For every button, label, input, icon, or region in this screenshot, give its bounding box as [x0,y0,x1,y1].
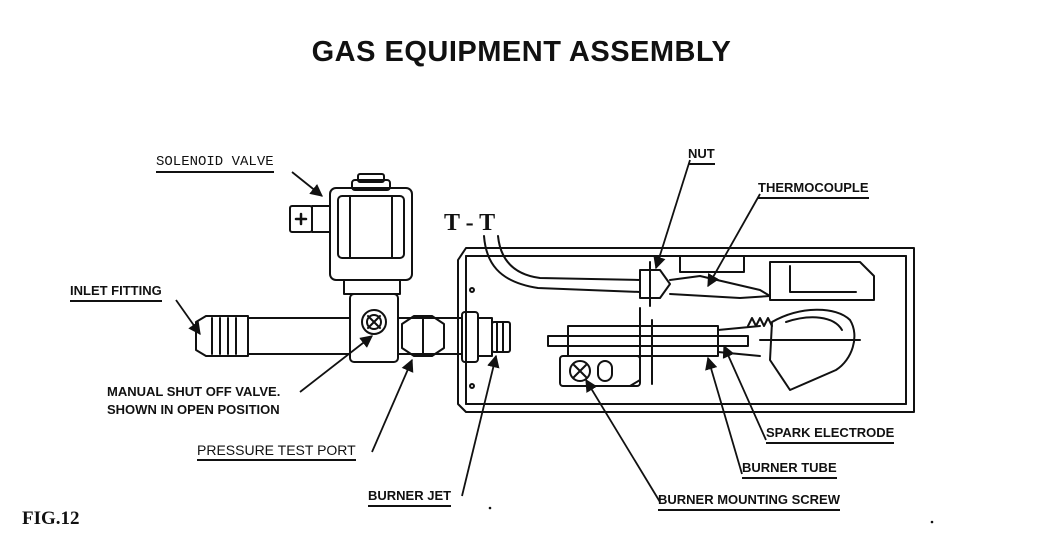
label-manual-shutoff-line1: MANUAL SHUT OFF VALVE. [107,384,281,399]
leader-burner-jet [461,354,500,497]
label-burner-jet: BURNER JET [368,488,452,507]
leader-manual-valve [299,335,373,393]
thermocouple-drawing [483,235,771,307]
burner-tube-drawing [547,308,861,391]
label-inlet-fitting: INLET FITTING [70,283,162,302]
tt-section-marker: T - T [444,210,496,236]
label-solenoid-valve: SOLENOID VALVE [156,154,274,173]
leader-spark-electrode [722,344,767,441]
label-nut: NUT [688,146,715,165]
leader-inlet-fitting [175,299,201,336]
pipe-drawing [195,293,463,363]
leader-burner-mounting-screw [585,378,661,503]
label-manual-shutoff-line2: SHOWN IN OPEN POSITION [107,402,280,417]
label-thermocouple: THERMOCOUPLE [758,180,869,199]
label-burner-tube: BURNER TUBE [742,460,837,479]
leader-nut [653,159,691,270]
label-burner-mounting-screw: BURNER MOUNTING SCREW [658,492,840,511]
label-pressure-test-port: PRESSURE TEST PORT [197,442,356,461]
solenoid-valve-drawing [289,173,413,295]
leader-test-port [371,358,414,453]
test-port-drawing [401,315,445,357]
manual-valve-drawing [361,309,387,335]
leader-solenoid-valve [291,171,323,197]
burner-housing-drawing [457,247,915,413]
leader-thermocouple [707,193,761,288]
speck-dot [930,520,934,524]
leader-burner-tube [705,356,743,475]
burner-jet-drawing [461,311,511,363]
label-spark-electrode: SPARK ELECTRODE [766,425,895,444]
figure-label: FIG.12 [22,508,80,529]
speck-dot [488,506,492,510]
diagram-title: GAS EQUIPMENT ASSEMBLY [311,36,732,68]
